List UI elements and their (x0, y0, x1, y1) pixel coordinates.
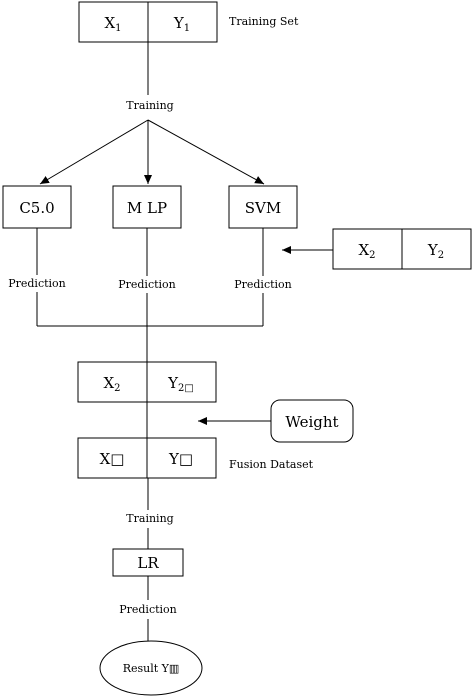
edge-label-prediction-svm: Prediction (234, 278, 292, 291)
model-label-svm: SVM (245, 199, 281, 217)
edge-label-training-bottom: Training (126, 512, 173, 525)
arrow-to-c50 (39, 119, 149, 185)
result-label: Result Y▥ (123, 662, 180, 675)
model-label-c50: C5.0 (19, 199, 54, 217)
test-set-box: X2 Y2 (332, 228, 472, 270)
training-set-y: Y1 (173, 14, 190, 34)
model-box-svm: SVM (228, 185, 298, 229)
edge-label-training-top: Training (126, 99, 173, 112)
edge-label-prediction-c50: Prediction (8, 277, 66, 290)
weight-box: Weight (270, 399, 354, 443)
result-ellipse: Result Y▥ (99, 640, 203, 696)
arrow-to-svm (147, 119, 265, 185)
fusion-set-x: X□ (100, 450, 125, 468)
training-set-caption: Training Set (229, 15, 299, 28)
test-set-y: Y2 (427, 241, 444, 261)
fusion-set-y: Y□ (168, 450, 193, 468)
lr-box: LR (112, 548, 184, 577)
fusion-set-box: X□ Y□ (77, 437, 217, 479)
predicted-set-y: Y2□ (167, 374, 194, 394)
model-box-mlp: M LP (112, 185, 182, 229)
model-label-mlp: M LP (127, 199, 167, 217)
model-box-c50: C5.0 (2, 185, 72, 229)
lr-label: LR (137, 554, 159, 572)
weight-label: Weight (285, 413, 338, 431)
test-set-x: X2 (358, 241, 375, 261)
training-set-x: X1 (104, 14, 121, 34)
edge-label-prediction-mlp: Prediction (118, 278, 176, 291)
predicted-set-box: X2 Y2□ (77, 361, 217, 403)
fusion-set-caption: Fusion Dataset (229, 458, 314, 471)
predicted-set-x: X2 (103, 374, 120, 394)
edge-label-prediction-lr: Prediction (119, 603, 177, 616)
training-set-box: X1 Y1 (78, 1, 218, 43)
